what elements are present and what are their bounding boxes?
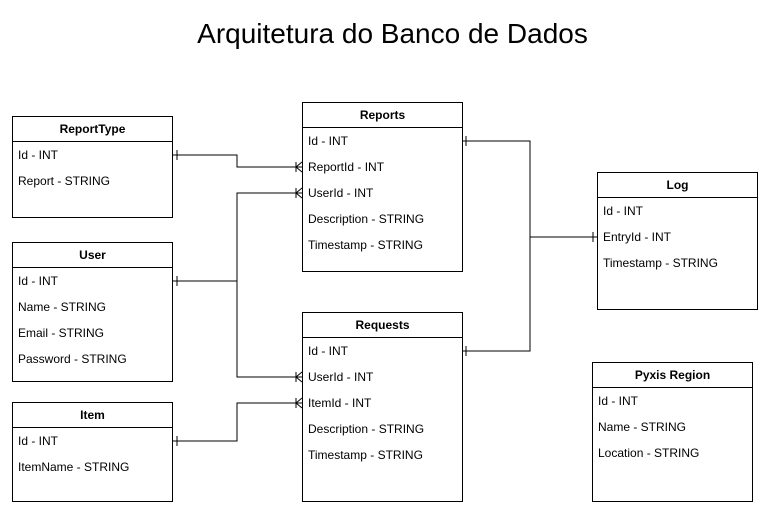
- field-id: Id - INT: [18, 434, 59, 448]
- crowfoot-bottom: [295, 402, 303, 409]
- entity-log[interactable]: Log Id - INT EntryId - INT Timestamp - S…: [597, 172, 758, 310]
- field-id: Id - INT: [308, 134, 349, 148]
- field-reportid: ReportId - INT: [308, 160, 385, 174]
- entity-header: Pyxis Region: [593, 363, 752, 388]
- entity-pyxis-region[interactable]: Pyxis Region Id - INT Name - STRING Loca…: [592, 362, 753, 502]
- crowfoot-bottom: [295, 192, 303, 199]
- field-itemid: ItemId - INT: [308, 396, 372, 410]
- crowfoot-bottom: [295, 166, 303, 173]
- field-name: Name - STRING: [598, 420, 687, 434]
- field-timestamp: Timestamp - STRING: [603, 256, 718, 270]
- rel-item-requests: [173, 397, 303, 446]
- rel-reporttype-reports: [173, 150, 303, 173]
- field-description: Description - STRING: [308, 212, 425, 226]
- field-userid: UserId - INT: [308, 186, 374, 200]
- field-password: Password - STRING: [18, 352, 127, 366]
- field-location: Location - STRING: [598, 446, 700, 460]
- field-timestamp: Timestamp - STRING: [308, 238, 423, 252]
- entity-header: ReportType: [13, 117, 172, 142]
- entity-header: Reports: [303, 103, 462, 128]
- field-itemname: ItemName - STRING: [18, 460, 130, 474]
- connector-line: [236, 192, 302, 378]
- crowfoot-top: [295, 187, 303, 194]
- field-timestamp: Timestamp - STRING: [308, 448, 423, 462]
- rel-user-reports-requests: [173, 187, 303, 383]
- field-id: Id - INT: [308, 344, 349, 358]
- connector-line: [173, 154, 302, 168]
- entity-reporttype[interactable]: ReportType Id - INT Report - STRING: [12, 116, 173, 218]
- connector-line: [173, 402, 302, 442]
- entity-item[interactable]: Item Id - INT ItemName - STRING: [12, 402, 173, 502]
- field-id: Id - INT: [598, 394, 639, 408]
- rel-reports-requests-log: [462, 136, 597, 356]
- entity-header: Log: [598, 173, 757, 198]
- entity-header: Requests: [303, 313, 462, 338]
- field-id: Id - INT: [603, 204, 644, 218]
- entity-reports[interactable]: Reports Id - INT ReportId - INT UserId -…: [302, 102, 463, 272]
- entity-header: Item: [13, 403, 172, 428]
- diagram-title: Arquitetura do Banco de Dados: [197, 18, 588, 49]
- entity-requests[interactable]: Requests Id - INT UserId - INT ItemId - …: [302, 312, 463, 502]
- field-entryid: EntryId - INT: [603, 230, 672, 244]
- field-id: Id - INT: [18, 148, 59, 162]
- field-report: Report - STRING: [18, 174, 111, 188]
- crowfoot-top: [295, 371, 303, 378]
- crowfoot-bottom: [295, 376, 303, 383]
- field-description: Description - STRING: [308, 422, 425, 436]
- entity-user[interactable]: User Id - INT Name - STRING Email - STRI…: [12, 242, 173, 382]
- field-userid: UserId - INT: [308, 370, 374, 384]
- connector-line: [462, 140, 531, 352]
- field-email: Email - STRING: [18, 326, 105, 340]
- field-id: Id - INT: [18, 274, 59, 288]
- crowfoot-top: [295, 161, 303, 168]
- crowfoot-top: [295, 397, 303, 404]
- field-name: Name - STRING: [18, 300, 107, 314]
- entity-header: User: [13, 243, 172, 268]
